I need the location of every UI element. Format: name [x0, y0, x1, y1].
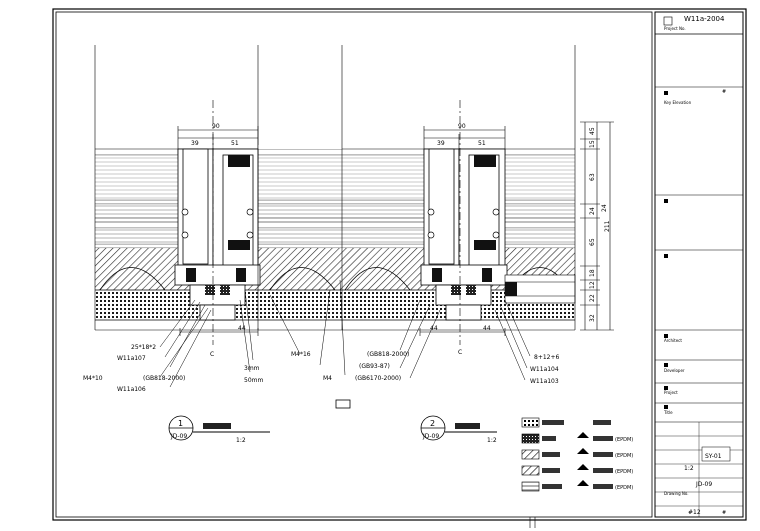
north-mark — [335, 399, 351, 409]
bottom-ticks — [529, 517, 536, 528]
sheet-ratio: 1:2 — [684, 465, 694, 472]
dim-bottom-44c: 44 — [483, 325, 491, 332]
detail-callout-2 — [420, 415, 497, 441]
annotation-a6: 3mm — [244, 365, 260, 372]
drawing-no-label: Drawing No. — [664, 491, 689, 496]
dim-right-total: 211 — [604, 220, 611, 232]
bottom-mark: #12 — [688, 509, 701, 516]
dim-right-4: 65 — [589, 238, 596, 246]
dim-top-right-b: 51 — [478, 140, 486, 147]
annotation-a3: (GB818-2000) — [143, 375, 185, 382]
annotation-a13: 8+12+6 — [534, 354, 560, 361]
drawing-no-value: JD-09 — [695, 481, 712, 488]
annotation-a4: M4*10 — [83, 375, 103, 382]
dim-right-5: 18 — [589, 269, 596, 277]
dim-right-3: 24 — [589, 207, 596, 215]
detail-1-number: 1 — [178, 419, 183, 428]
dim-top-right-a: 39 — [437, 140, 445, 147]
detail-1-ref: JD-09 — [170, 433, 187, 440]
dim-right-6: 12 — [589, 281, 596, 289]
annotation-a9: (GB93-87) — [359, 363, 390, 370]
annotation-a15: W11a103 — [530, 378, 559, 385]
title-block — [654, 11, 744, 518]
detail-2-number: 2 — [430, 419, 435, 428]
inner-border — [55, 11, 653, 518]
annotation-a1: 25*18*2 — [131, 344, 156, 351]
detail-2-scale: 1:2 — [487, 437, 497, 444]
annotation-a2: W11a107 — [117, 355, 146, 362]
detail-2-ref: JD-09 — [422, 433, 439, 440]
project-no-value: W11a-2004 — [684, 15, 725, 23]
annotation-a7: 50mm — [244, 377, 263, 384]
dim-top-left-a: 39 — [191, 140, 199, 147]
key-elevation-label: Key Elevation — [664, 100, 692, 105]
dim-right-7: 22 — [589, 294, 596, 302]
dim-bottom-44b: 44 — [430, 325, 438, 332]
annotation-a5: W11a106 — [117, 386, 146, 393]
center-mark-left: C — [210, 351, 214, 358]
project-label: Project — [664, 390, 678, 395]
dim-right-2: 63 — [589, 173, 596, 181]
section-drawing — [94, 45, 576, 345]
annotation-a8: M4*16 — [291, 351, 311, 358]
dim-top-left-b: 51 — [231, 140, 239, 147]
center-mark-right: C — [458, 349, 462, 356]
sheet-small-mark: # — [722, 89, 726, 95]
annotation-a14: W11a104 — [530, 366, 559, 373]
dim-top-right: 90 — [458, 123, 466, 130]
project-no-label: Project No. — [664, 26, 686, 31]
dim-top-left: 90 — [212, 123, 220, 130]
developer-label: Developer — [664, 368, 685, 373]
detail-1-scale: 1:2 — [236, 437, 246, 444]
annotation-a10: M4 — [323, 375, 332, 382]
leader-lines — [159, 279, 531, 388]
legend-epdm-4: (EPDM) — [615, 485, 633, 491]
right-dimension-stack — [580, 121, 614, 331]
material-legend — [521, 417, 613, 492]
legend-epdm-2: (EPDM) — [615, 453, 633, 459]
architect-label: Architect — [664, 338, 682, 343]
dim-right-0: 45 — [589, 127, 596, 135]
title-label: Title — [663, 410, 673, 415]
legend-epdm-1: (EPDM) — [615, 437, 633, 443]
annotation-a12: (GB6170-2000) — [355, 375, 401, 382]
dim-bottom-44a: 44 — [238, 325, 246, 332]
sheet-code: SY-01 — [705, 453, 722, 460]
dim-right-1: 15 — [589, 140, 596, 148]
legend-epdm-3: (EPDM) — [615, 469, 633, 475]
dim-right-extra: 24 — [601, 204, 608, 212]
outer-border — [52, 8, 747, 521]
bottom-mark-2: # — [722, 510, 726, 516]
dim-right-8: 32 — [589, 314, 596, 322]
detail-callout-1 — [168, 415, 270, 441]
annotation-a11: (GB818-2000) — [367, 351, 409, 358]
